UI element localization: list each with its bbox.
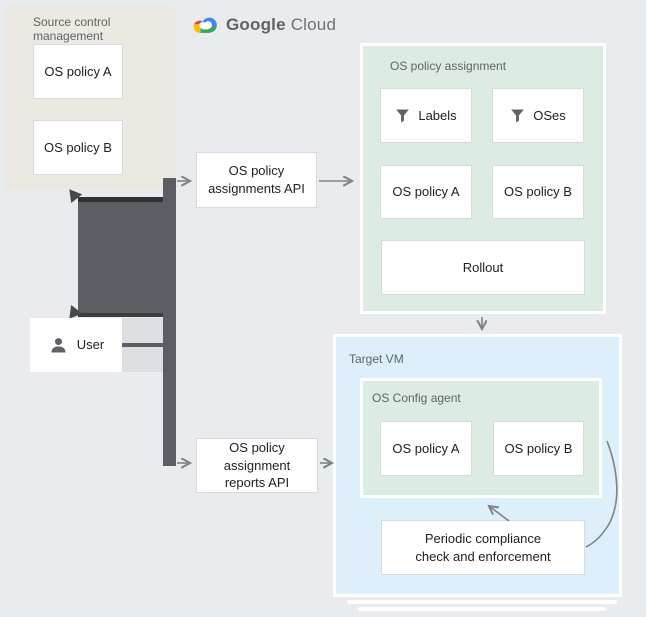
periodic-compliance-box: Periodic compliance check and enforcemen… [381, 520, 585, 575]
logo-wordmark: Google Cloud [226, 15, 336, 35]
vm-stack-line-1 [347, 600, 617, 604]
logo-word-google: Google [226, 15, 286, 34]
thick-arrow-top-edge [78, 197, 163, 202]
google-cloud-logo: Google Cloud [191, 13, 336, 37]
user-source-thick-arrow-body [78, 197, 163, 317]
user-api-vertical-bar [163, 178, 176, 466]
source-os-policy-a-label: OS policy A [44, 63, 112, 79]
filter-icon [510, 108, 525, 123]
thick-arrow-bottom-edge [78, 313, 163, 317]
agent-os-policy-b-label: OS policy B [504, 440, 573, 456]
assignment-os-policy-a-label: OS policy A [392, 184, 460, 200]
os-config-agent-title: OS Config agent [372, 391, 461, 405]
target-vm-title: Target VM [349, 352, 404, 366]
reports-api-label: OS policy assignment reports API [223, 440, 291, 491]
agent-os-policy-a-label: OS policy A [392, 440, 460, 456]
source-control-title: Source control management [33, 15, 111, 43]
source-os-policy-b-label: OS policy B [44, 139, 112, 155]
google-cloud-icon [191, 13, 219, 37]
assignments-api-box: OS policy assignments API [196, 152, 317, 208]
os-config-agent-panel: OS Config agent OS policy A OS policy B [360, 378, 602, 498]
user-connector-line [120, 343, 163, 347]
user-icon [48, 335, 69, 356]
agent-os-policy-b-box: OS policy B [493, 421, 584, 476]
assignment-os-policy-a-box: OS policy A [380, 165, 472, 219]
vm-stack-line-2 [358, 607, 606, 611]
labels-label: Labels [418, 107, 457, 123]
oses-box: OSes [492, 88, 584, 143]
assignment-os-policy-b-label: OS policy B [504, 184, 572, 200]
filter-icon [395, 108, 410, 123]
target-vm-panel: Target VM OS Config agent OS policy A OS… [333, 334, 622, 597]
source-os-policy-b-box: OS policy B [33, 120, 123, 175]
labels-box: Labels [380, 88, 472, 143]
periodic-compliance-label: Periodic compliance check and enforcemen… [415, 530, 551, 564]
reports-api-box: OS policy assignment reports API [196, 438, 318, 493]
oses-label: OSes [533, 107, 566, 123]
source-os-policy-a-box: OS policy A [33, 44, 123, 99]
policy-assignment-title: OS policy assignment [390, 59, 507, 73]
policy-assignment-panel: OS policy assignment Labels OSes OS poli… [360, 43, 606, 314]
assignments-api-label: OS policy assignments API [208, 163, 305, 196]
assignment-os-policy-b-box: OS policy B [492, 165, 584, 219]
user-label: User [76, 337, 105, 353]
rollout-label: Rollout [462, 259, 504, 275]
rollout-box: Rollout [381, 240, 585, 295]
logo-word-cloud: Cloud [290, 15, 337, 34]
agent-os-policy-a-box: OS policy A [380, 421, 472, 476]
user-box: User [30, 318, 122, 372]
